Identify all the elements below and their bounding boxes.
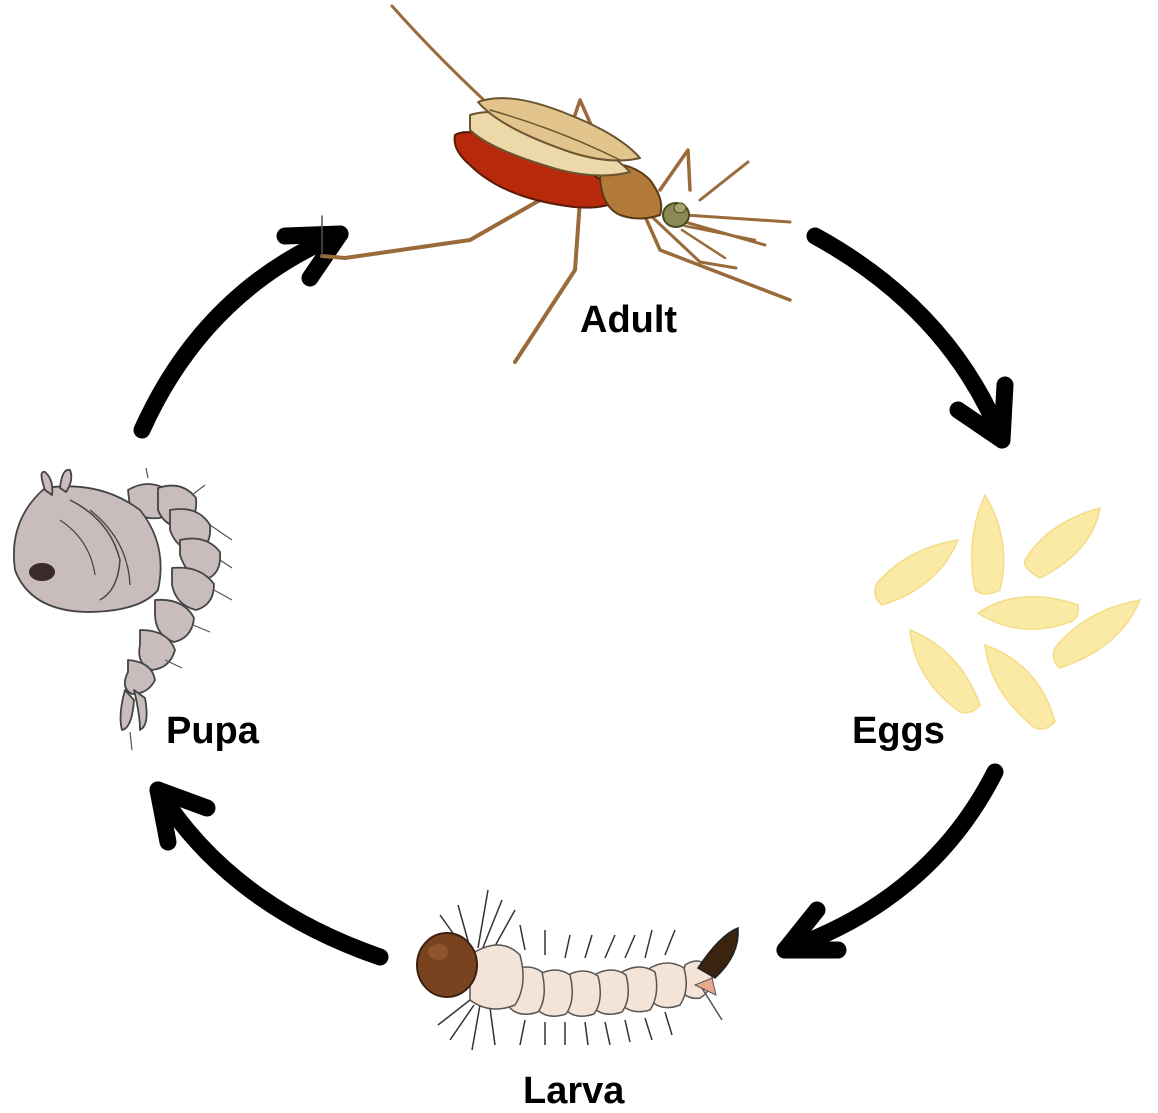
stage-label-adult: Adult xyxy=(580,299,677,341)
larva-icon xyxy=(416,889,739,1051)
cycle-arrows xyxy=(133,225,1014,966)
stage-label-pupa: Pupa xyxy=(166,710,260,752)
pupa-icon xyxy=(13,467,233,751)
mosquito-adult-icon xyxy=(320,4,792,364)
eggs-icon xyxy=(874,493,1142,730)
stage-label-eggs: Eggs xyxy=(852,710,945,752)
stage-label-larva: Larva xyxy=(523,1070,625,1112)
arrow-eggs-to-larva xyxy=(776,763,1004,959)
arrow-larva-to-pupa xyxy=(149,781,389,966)
arrow-adult-to-eggs xyxy=(806,227,1014,449)
arrow-pupa-to-adult xyxy=(133,225,349,439)
